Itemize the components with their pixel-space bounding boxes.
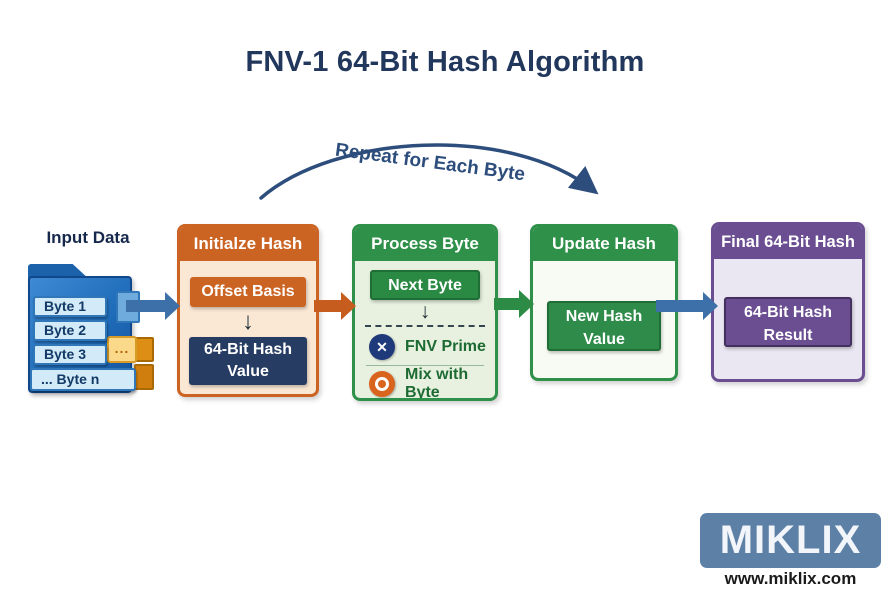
byte-row: Byte 2 (33, 320, 107, 341)
input-data-label: Input Data (46, 228, 130, 247)
mix-with-byte-label: Mix with Byte (405, 366, 469, 401)
stage-final-hash: Final 64-Bit Hash 64-Bit Hash Result (711, 222, 865, 382)
byte-row: Byte 1 (33, 296, 107, 317)
arrow-shaft (656, 300, 705, 312)
loop-curve (259, 143, 599, 200)
stage-initialize-hash: Initialze Hash Offset Basis ↓ 64-Bit Has… (177, 224, 319, 397)
arrow-shaft (494, 298, 521, 310)
offset-basis-chip: Offset Basis (190, 277, 306, 307)
divider (366, 365, 484, 366)
byte-row: ... Byte n (30, 368, 136, 391)
arrow-update-to-final (656, 292, 718, 320)
stage-header: Update Hash (533, 227, 675, 261)
stage-process-byte: Process Byte Next Byte ↓ ✕ FNV Prime Mix… (352, 224, 498, 401)
arrow-head (165, 292, 180, 320)
stage-header: Initialze Hash (180, 227, 316, 261)
brand-url: www.miklix.com (724, 569, 857, 588)
hash-value-chip: 64-Bit Hash Value (189, 337, 307, 385)
arrow-shaft (314, 300, 343, 312)
arrow-init-to-process (314, 292, 356, 320)
brand-logo: MIKLIX (700, 513, 881, 568)
multiply-icon: ✕ (369, 334, 395, 360)
down-arrow-icon: ↓ (242, 308, 254, 335)
mix-with-byte-row: Mix with Byte (355, 366, 495, 401)
dashed-divider (365, 325, 485, 327)
repeat-loop-arrow (259, 143, 599, 200)
stage-header: Final 64-Bit Hash (714, 225, 862, 259)
arrow-head (703, 292, 718, 320)
byte-row: Byte 3 (33, 344, 107, 365)
arrow-head (519, 290, 534, 318)
page-title: FNV-1 64-Bit Hash Algorithm (245, 46, 645, 78)
stage-update-hash: Update Hash New Hash Value (530, 224, 678, 381)
arrow-shaft (126, 300, 167, 312)
arrow-input-to-init (126, 292, 180, 320)
data-block-icon (134, 364, 154, 390)
fnv-prime-row: ✕ FNV Prime (355, 330, 495, 364)
hash-result-chip: 64-Bit Hash Result (724, 297, 852, 347)
fnv-prime-label: FNV Prime (405, 338, 486, 355)
stage-header: Process Byte (355, 227, 495, 261)
arrow-process-to-update (494, 290, 534, 318)
data-block-icon (134, 337, 154, 362)
ellipsis-badge: ... (107, 336, 137, 363)
new-hash-value-chip: New Hash Value (547, 301, 661, 351)
next-byte-chip: Next Byte (370, 270, 480, 300)
arrow-head (341, 292, 356, 320)
target-donut-icon (369, 371, 395, 397)
down-arrow-icon: ↓ (419, 300, 431, 323)
